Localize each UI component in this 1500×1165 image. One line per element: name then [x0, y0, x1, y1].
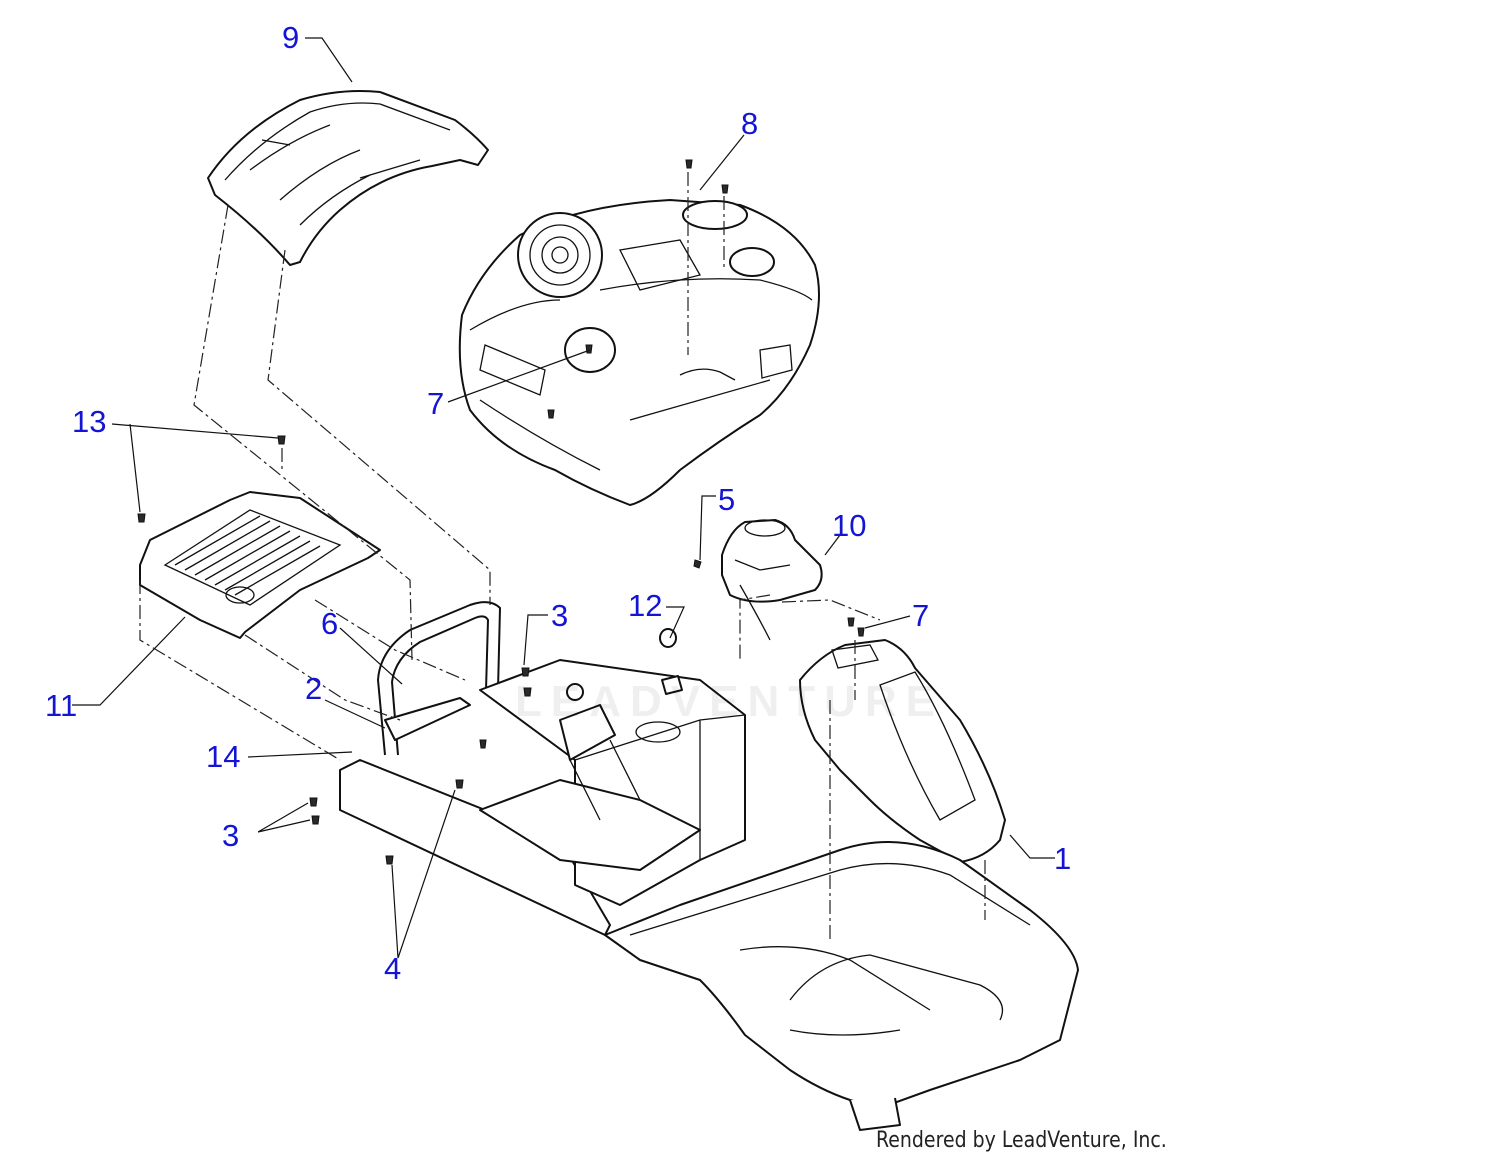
rear-fender-cover — [207, 90, 489, 266]
fasteners — [137, 159, 865, 865]
callout-2[interactable]: 2 — [305, 671, 323, 706]
console-pod — [799, 639, 1006, 863]
callout-12[interactable]: 12 — [628, 588, 663, 623]
callout-13[interactable]: 13 — [72, 404, 107, 439]
callout-7b[interactable]: 7 — [912, 598, 930, 633]
callout-7[interactable]: 7 — [427, 386, 445, 421]
main-frame — [339, 659, 1079, 1131]
callout-5[interactable]: 5 — [718, 482, 736, 517]
alignment-lines — [139, 172, 986, 940]
callout-11[interactable]: 11 — [45, 688, 78, 723]
callout-6[interactable]: 6 — [321, 606, 339, 641]
callout-9[interactable]: 9 — [282, 20, 300, 55]
dashboard-hood — [458, 199, 820, 506]
credit-text: Rendered by LeadVenture, Inc. — [876, 1128, 1167, 1153]
callout-1[interactable]: 1 — [1054, 841, 1072, 876]
seat-support-bar — [376, 601, 502, 756]
mount-plate — [384, 697, 471, 741]
watermark: LEADVENTURE — [515, 677, 945, 726]
callout-14[interactable]: 14 — [206, 739, 241, 774]
callout-3b[interactable]: 3 — [222, 818, 240, 853]
steering-column-cover — [721, 519, 823, 641]
callout-3[interactable]: 3 — [551, 598, 569, 633]
floor-plate — [139, 491, 381, 639]
callout-10[interactable]: 10 — [832, 508, 867, 543]
callout-4[interactable]: 4 — [384, 951, 402, 986]
callout-8[interactable]: 8 — [741, 106, 759, 141]
leader-lines — [72, 37, 1055, 959]
